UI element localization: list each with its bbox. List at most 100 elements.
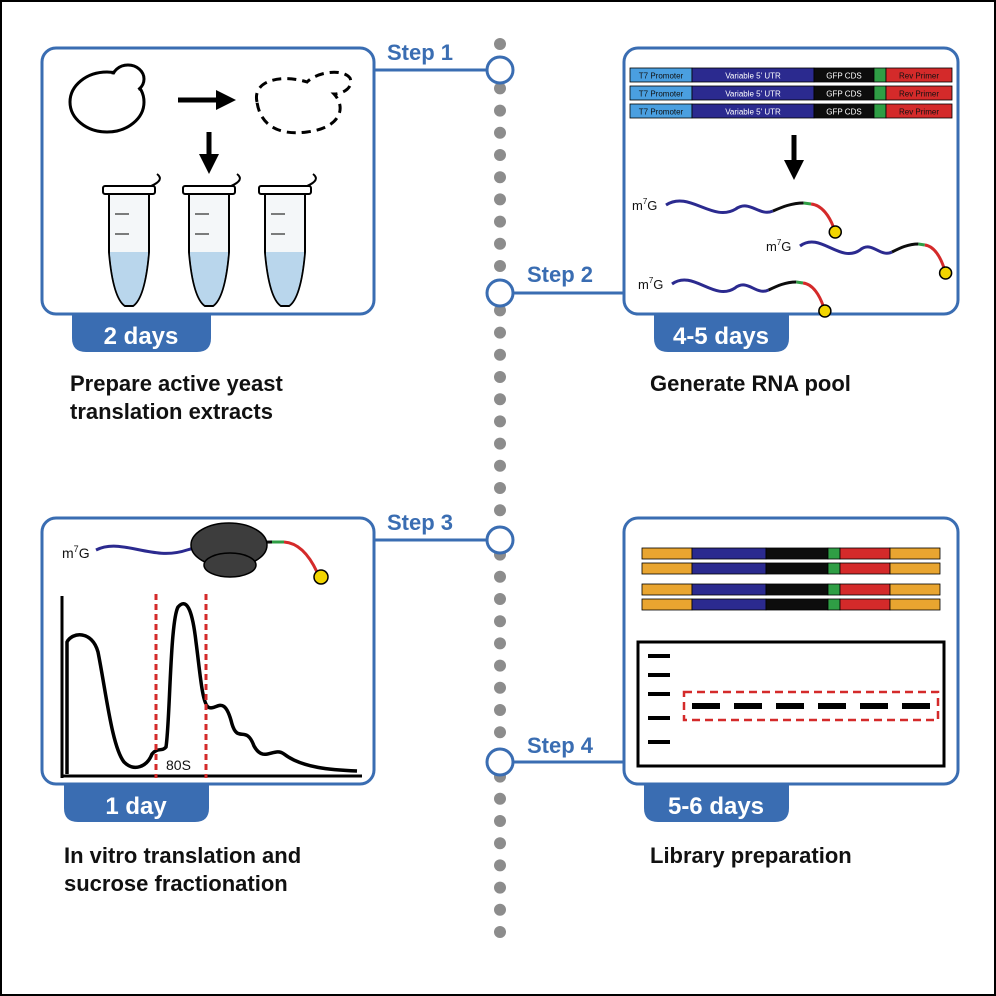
timeline-dot: [494, 726, 506, 739]
ladder-band: [648, 716, 670, 720]
timeline-dot: [494, 326, 506, 339]
m7g-cap-label: m7G: [632, 197, 657, 213]
step-2-node: [485, 278, 515, 308]
step-3-label: Step 3: [387, 510, 453, 535]
timeline-dot: [494, 792, 506, 805]
timeline-dot: [494, 215, 506, 228]
lysed-cell-icon: [255, 70, 353, 135]
library-band: [692, 703, 720, 709]
adapter-segment: [889, 598, 941, 611]
microtubes: [102, 173, 317, 307]
step-4-duration: 5-6 days: [668, 793, 764, 820]
rev-primer-segment: [839, 562, 891, 575]
m7g-cap-label: m7G: [766, 238, 791, 254]
step-3-caption-line1: In vitro translation and: [64, 843, 301, 868]
timeline-dot: [494, 504, 506, 517]
timeline-dot: [494, 104, 506, 117]
t7-promoter-segment-label: T7 Promoter: [639, 108, 684, 117]
poly-a-bead-icon: [313, 569, 329, 585]
timeline-dot: [494, 260, 506, 272]
timeline-dot: [494, 126, 506, 139]
timeline-dot: [494, 815, 506, 827]
adapter-segment: [641, 598, 693, 611]
timeline-dot: [494, 415, 506, 428]
adapter-segment: [641, 562, 693, 575]
step-1-duration: 2 days: [104, 323, 179, 350]
library-band: [818, 703, 846, 709]
step-4-node: [485, 747, 515, 777]
timeline-dots: [494, 38, 506, 938]
timeline-dot: [494, 570, 506, 583]
rev-primer-segment: [885, 85, 953, 101]
timeline-dot: [494, 149, 506, 161]
timeline-dot: [494, 348, 506, 361]
timeline-dot: [494, 437, 506, 450]
timeline-dot: [494, 237, 506, 250]
gfp-cds-segment: [765, 598, 829, 611]
m7g-cap-label: m7G: [62, 544, 90, 561]
gel-image: [636, 640, 946, 768]
library-band: [860, 703, 888, 709]
ladder-band: [648, 654, 670, 658]
step-3-caption-line2: sucrose fractionation: [64, 871, 288, 896]
timeline-dot: [494, 926, 506, 938]
polysome-profile: 80S: [60, 594, 362, 778]
ladder-band: [648, 673, 670, 677]
rev-primer-segment-label: Rev Primer: [899, 72, 939, 81]
step-3-duration: 1 day: [105, 793, 167, 820]
step-4-panel: Step 4 5-6 days Library preparation: [485, 516, 960, 868]
adapter-segment: [889, 562, 941, 575]
timeline-dot: [494, 615, 506, 628]
mrna-icon: m7G: [766, 238, 953, 280]
step-2-duration: 4-5 days: [673, 323, 769, 350]
adapter-segment: [641, 547, 693, 560]
library-construct-row: [641, 583, 941, 596]
linker-segment: [873, 85, 887, 101]
timeline-dot: [494, 304, 506, 317]
t7-promoter-segment-label: T7 Promoter: [639, 90, 684, 99]
mrna-icon: m7G: [632, 197, 843, 239]
rev-primer-segment: [885, 103, 953, 119]
rev-primer-segment: [839, 547, 891, 560]
linker-segment: [827, 598, 841, 611]
timeline-dot: [494, 681, 506, 694]
gfp-cds-segment-label: GFP CDS: [826, 72, 861, 81]
library-band: [776, 703, 804, 709]
ladder-band: [648, 740, 670, 744]
poly-a-bead-icon: [818, 304, 832, 318]
timeline-dot: [494, 482, 506, 494]
linker-segment: [873, 67, 887, 83]
library-construct-row: [641, 562, 941, 575]
step-2-duration-tab: [654, 314, 789, 352]
library-band: [902, 703, 930, 709]
linker-segment: [827, 547, 841, 560]
rev-primer-segment-label: Rev Primer: [899, 90, 939, 99]
step-1-duration-tab: [72, 314, 211, 352]
excised-band-box: [682, 690, 940, 722]
variable-utr-segment-label: Variable 5' UTR: [725, 108, 781, 117]
step-1-caption-line2: translation extracts: [70, 399, 273, 424]
step-2-label: Step 2: [527, 262, 593, 287]
ribosome-small-subunit-icon: [203, 552, 257, 578]
step-3-panel: Step 3 m7G 80S 1 day In vitro translatio…: [40, 510, 515, 896]
gfp-cds-segment-label: GFP CDS: [826, 90, 861, 99]
t7-promoter-segment-label: T7 Promoter: [639, 72, 684, 81]
step-4-caption-line1: Library preparation: [650, 843, 852, 868]
linker-segment: [827, 562, 841, 575]
library-construct-row: [641, 547, 941, 560]
gfp-cds-segment: [765, 583, 829, 596]
timeline-dot: [494, 393, 506, 406]
tube-icon: [102, 173, 161, 307]
step-1-node: [485, 55, 515, 85]
step-1-label: Step 1: [387, 40, 453, 65]
timeline-dot: [494, 38, 506, 50]
library-bands: [692, 703, 930, 709]
mrna-icon: m7G: [638, 276, 832, 318]
gfp-cds-segment: [765, 562, 829, 575]
